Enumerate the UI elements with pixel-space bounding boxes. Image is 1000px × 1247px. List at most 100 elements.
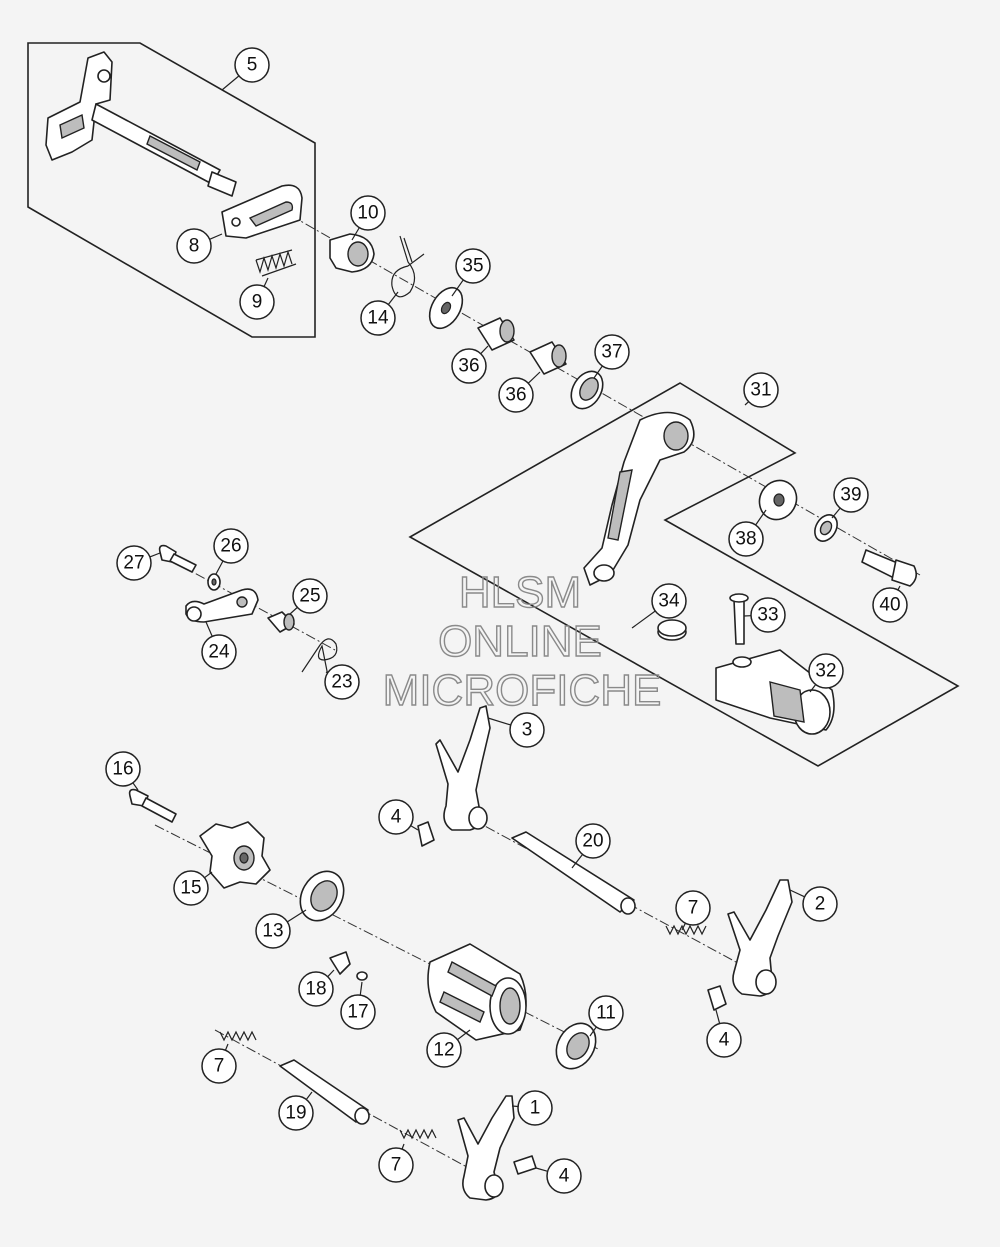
- callout-circle: [743, 372, 779, 408]
- callout-circle: [509, 712, 545, 748]
- callout-leader: [681, 922, 686, 931]
- callout-leader: [359, 981, 363, 996]
- part-bolt-16: [128, 788, 177, 823]
- callout-34: 34: [631, 583, 687, 629]
- callout-leader: [209, 233, 223, 240]
- callout-label: 15: [180, 878, 201, 899]
- callout-circle: [378, 799, 414, 835]
- callout-label: 1: [530, 1098, 541, 1119]
- callout-circle: [426, 1032, 462, 1068]
- part-spring-clip: [657, 619, 687, 641]
- callout-label: 4: [719, 1030, 730, 1051]
- part-bolt-40: [861, 549, 918, 587]
- part-spring-7a: [665, 924, 707, 936]
- callout-label: 25: [299, 586, 320, 607]
- callout-circle: [594, 334, 630, 370]
- callout-circle: [173, 870, 209, 906]
- callout-circle: [498, 377, 534, 413]
- callout-layer: 5891014353636373138394034333227262524233…: [105, 47, 908, 1194]
- callout-12: 12: [426, 1029, 471, 1068]
- part-shift-tip: [715, 649, 835, 735]
- callout-leader: [204, 871, 213, 879]
- callout-label: 39: [840, 485, 861, 506]
- callout-leader: [451, 279, 464, 297]
- callout-circle: [675, 890, 711, 926]
- callout-14: 14: [360, 291, 399, 336]
- group-frame-shift-lever: [408, 382, 960, 767]
- callout-leader: [410, 825, 419, 831]
- callout-leader: [149, 552, 161, 558]
- callout-label: 7: [214, 1056, 225, 1077]
- callout-label: 18: [305, 979, 326, 1000]
- callout-37: 37: [593, 334, 630, 379]
- callout-leader: [224, 1043, 229, 1051]
- callout-label: 7: [688, 898, 699, 919]
- callout-label: 4: [391, 807, 402, 828]
- callout-2: 2: [789, 886, 838, 922]
- callout-circle: [455, 248, 491, 284]
- part-bearing-13: [299, 870, 345, 922]
- callout-label: 11: [596, 1003, 616, 1024]
- part-shift-star: [199, 821, 271, 889]
- callout-4: 4: [378, 799, 419, 835]
- callout-label: 14: [367, 308, 389, 329]
- watermark-line-2: ONLINE: [438, 617, 602, 666]
- callout-leader: [744, 401, 750, 406]
- callout-circle: [350, 195, 386, 231]
- callout-circle: [278, 1095, 314, 1131]
- part-bolt-27: [158, 544, 197, 573]
- callout-1: 1: [511, 1090, 553, 1126]
- callout-label: 19: [285, 1103, 306, 1124]
- callout-leader: [401, 1143, 405, 1150]
- callout-4: 4: [535, 1158, 582, 1194]
- callout-13: 13: [255, 909, 307, 949]
- part-fork-rail-20: [511, 831, 636, 915]
- part-spring-7c: [399, 1128, 437, 1140]
- callout-label: 33: [757, 605, 778, 626]
- callout-18: 18: [298, 969, 335, 1007]
- callout-label: 4: [559, 1166, 570, 1187]
- callout-leader: [327, 969, 335, 978]
- callout-circle: [324, 664, 360, 700]
- part-shift-shaft: [45, 51, 237, 197]
- callout-31: 31: [743, 372, 779, 408]
- callout-circle: [176, 228, 212, 264]
- callout-circle: [213, 528, 249, 564]
- callout-leader: [789, 889, 805, 898]
- callout-leader: [571, 854, 584, 869]
- callout-10: 10: [350, 195, 386, 241]
- callout-5: 5: [221, 47, 270, 91]
- part-roller-4a: [417, 821, 435, 847]
- callout-circle: [234, 47, 270, 83]
- callout-leader: [831, 507, 841, 519]
- callout-leader: [263, 277, 269, 287]
- callout-circle: [808, 653, 844, 689]
- part-sleeve-25: [267, 611, 295, 633]
- callout-leader: [809, 684, 817, 693]
- callout-circle: [360, 300, 396, 336]
- callout-circle: [298, 971, 334, 1007]
- callout-circle: [517, 1090, 553, 1126]
- watermark-line-1: HLSM: [459, 568, 581, 617]
- part-shift-plate: [221, 184, 303, 239]
- callout-40: 40: [872, 585, 908, 623]
- part-shift-fork-2: [727, 879, 793, 997]
- callout-17: 17: [340, 981, 376, 1030]
- part-needle-bearing-b: [529, 341, 567, 375]
- callout-circle: [546, 1158, 582, 1194]
- callout-19: 19: [278, 1091, 314, 1131]
- callout-26: 26: [213, 528, 249, 575]
- callout-label: 23: [331, 672, 352, 693]
- callout-label: 3: [522, 720, 533, 741]
- callout-leader: [457, 1029, 471, 1041]
- callout-39: 39: [831, 477, 869, 519]
- callout-leader: [351, 227, 360, 241]
- callout-23: 23: [324, 664, 360, 700]
- callout-label: 9: [252, 292, 263, 313]
- callout-7: 7: [201, 1043, 237, 1084]
- watermark-line-3: MICROFICHE: [383, 666, 662, 715]
- callout-label: 36: [458, 356, 479, 377]
- callout-36: 36: [451, 345, 489, 384]
- callout-label: 5: [247, 55, 258, 76]
